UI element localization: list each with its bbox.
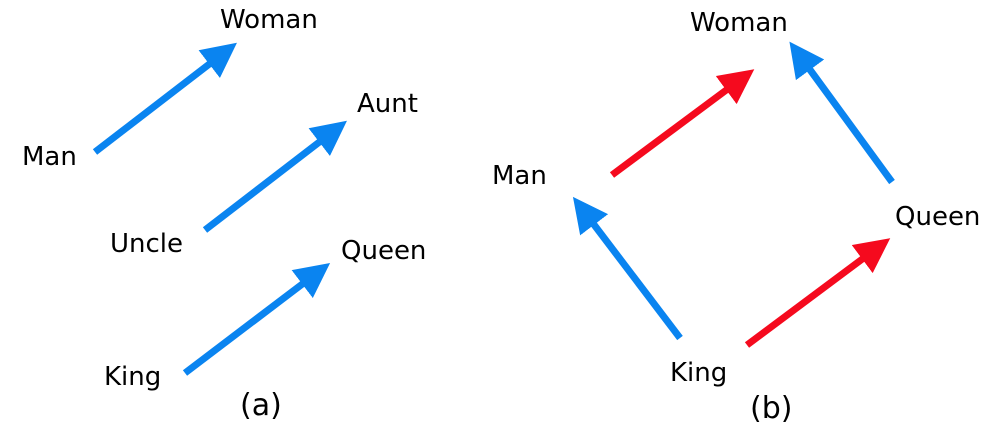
panel-a-label-man: Man [22, 142, 77, 172]
panel-a-label-woman: Woman [220, 5, 318, 35]
panel-a-arrow-king-to-queen [182, 262, 331, 376]
panel-a-label-queen: Queen [341, 236, 426, 266]
panel-a: Man Woman Uncle Aunt King Queen (a) [22, 5, 426, 423]
panel-b-caption: (b) [750, 391, 792, 426]
panel-a-label-uncle: Uncle [110, 229, 183, 259]
panel-a-label-king: King [104, 362, 161, 392]
panel-b-arrow-queen-to-woman [789, 41, 895, 185]
panel-b-arrow-king-to-man [572, 196, 683, 341]
panel-b-arrow-man-to-woman [609, 69, 755, 178]
panel-a-caption: (a) [240, 388, 282, 423]
panel-a-label-aunt: Aunt [357, 89, 418, 119]
panel-b-label-woman: Woman [690, 8, 788, 38]
panel-b-arrow-king-to-queen [744, 238, 891, 348]
panel-b-label-queen: Queen [895, 202, 980, 232]
panel-b: Woman Man Queen King (b) [492, 8, 980, 426]
panel-a-arrow-man-to-woman [92, 42, 237, 155]
panel-b-label-king: King [670, 358, 727, 388]
panel-b-label-man: Man [492, 161, 547, 191]
panel-a-arrow-uncle-to-aunt [202, 120, 347, 233]
